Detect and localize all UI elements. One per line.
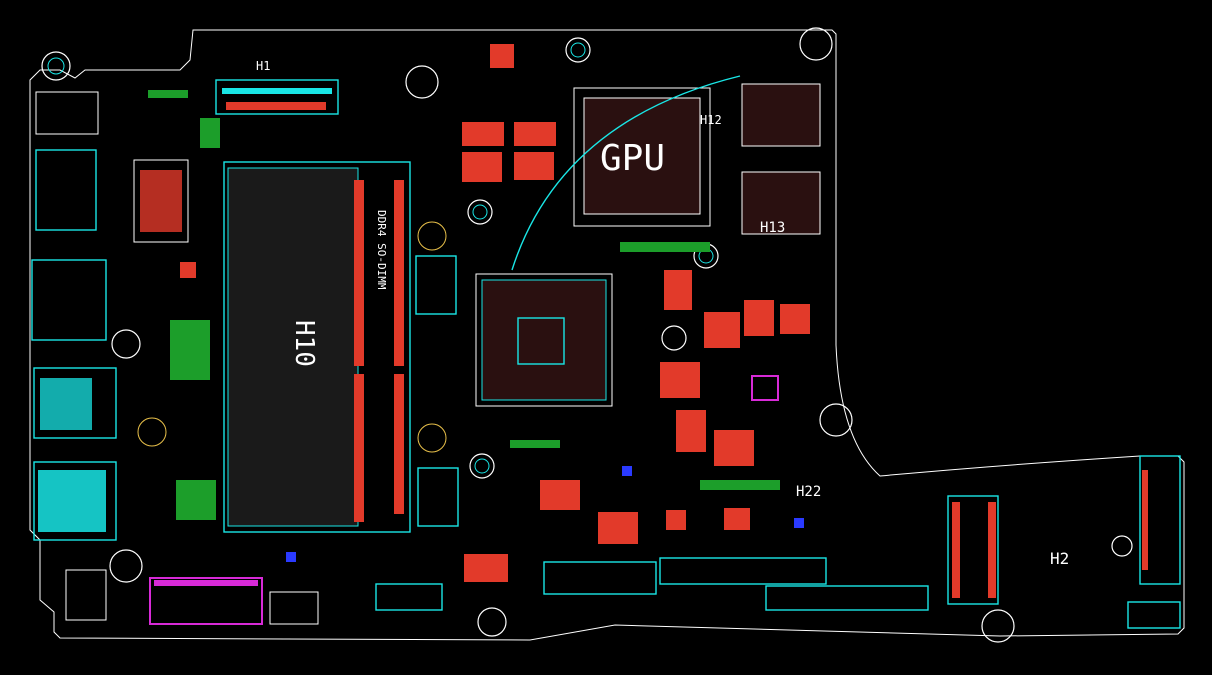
hole-label-h1: H1 — [256, 59, 270, 73]
routing-curve — [511, 75, 741, 271]
cpu-socket — [475, 273, 613, 407]
top-ffc-connector — [215, 79, 339, 115]
board-outline — [29, 29, 1185, 641]
gpu-label: GPU — [600, 138, 665, 179]
components — [148, 44, 810, 625]
bottom-connectors — [149, 375, 1181, 629]
left-io-connectors — [31, 91, 117, 621]
hole-label-h2: H2 — [1050, 549, 1069, 568]
hole-label-h22: H22 — [796, 484, 821, 500]
gpu-chip: GPU — [573, 87, 711, 227]
hole-label-h12: H12 — [700, 113, 722, 127]
mounting-holes — [41, 27, 1133, 643]
hole-label-h13: H13 — [760, 220, 785, 236]
dimm-side-label: DDR4 SO-DIMM — [375, 210, 388, 290]
dimm-slot: H10 DDR4 SO-DIMM — [223, 161, 411, 533]
vram-chip-1 — [741, 83, 821, 147]
left-ic — [133, 159, 189, 243]
vram-chip-2 — [741, 171, 821, 235]
dimm-label-h10: H10 — [289, 320, 319, 367]
